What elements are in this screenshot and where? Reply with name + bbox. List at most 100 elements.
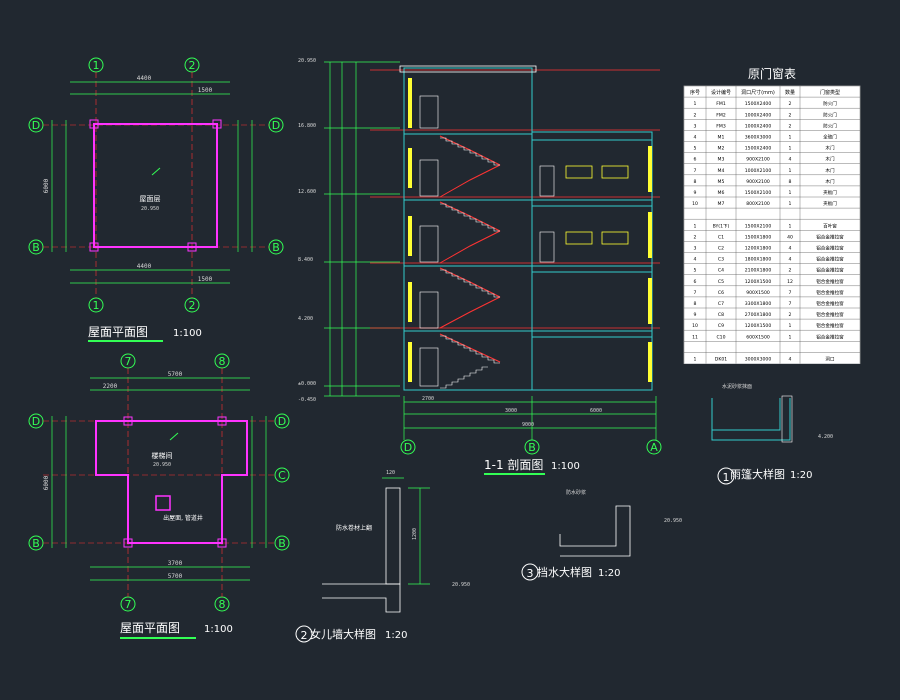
detail-water-level: 20.950: [664, 518, 682, 524]
plan-top-axis-bubble-2b: 2: [184, 297, 200, 313]
plan-bottom-axis-lines: [43, 368, 275, 597]
plan-top-dimension-lines: [51, 81, 253, 284]
plan-bottom-shaft: [155, 495, 171, 511]
plan-top-axis-bubble-B: B: [28, 239, 44, 255]
plan-top-level: 20.950: [141, 206, 159, 212]
plan-bottom-axis-bubble-B: B: [28, 535, 44, 551]
table-cell: 3000X3000: [745, 357, 772, 363]
plan-bottom-axis-bubble-C2: C: [274, 467, 290, 483]
table-cell: 1: [694, 101, 697, 107]
plan-bottom-axis-label-B2: B: [278, 537, 286, 550]
table-cell: 4: [694, 257, 697, 263]
table-cell: 10: [692, 201, 698, 207]
plan-top: 1 2 1 2 D B D B: [28, 57, 284, 342]
table-cell: 1500X2100: [745, 223, 772, 229]
plan-top-axis-label-D2: D: [272, 119, 280, 132]
section-dimension-lines-left: [324, 61, 400, 397]
table-cell: 1500X2400: [745, 101, 772, 107]
table-cell: 铝合金推拉窗: [816, 267, 844, 274]
table-header-cell: 数量: [785, 89, 795, 96]
table-cell: 900X1500: [746, 290, 770, 296]
table-cell: 7: [694, 290, 697, 296]
table-cell: 铝合金推拉窗: [816, 278, 844, 285]
plan-top-axis-label-B: B: [32, 241, 40, 254]
table-frame: [683, 85, 861, 364]
plan-bottom-note2: 出屋面, 管道井: [163, 514, 203, 522]
table-cell: 夹板门: [823, 200, 837, 207]
plan-top-axis-bubble-1: 1: [88, 57, 104, 73]
table-cell: 6: [694, 279, 697, 285]
plan-top-column-sw: [89, 242, 99, 252]
plan-bottom-dim-total2: 5700: [168, 573, 183, 580]
plan-bottom-dim-b: 3700: [168, 560, 183, 567]
plan-top-axis-label-1b: 1: [93, 299, 100, 312]
table-cell: 防火门: [823, 111, 837, 118]
section-dim-a: 2700: [422, 396, 434, 402]
plan-bottom-axis-label-B: B: [32, 537, 40, 550]
table-cell: 8: [694, 301, 697, 307]
table-cell: 4: [789, 246, 792, 252]
detail-parapet-outline: [322, 487, 401, 613]
plan-bottom-axis-label-7b: 7: [125, 598, 132, 611]
table-cell: 百叶窗: [823, 222, 837, 229]
table-cell: 1: [789, 146, 792, 152]
table-cell: 1: [789, 334, 792, 340]
plan-bottom-axis-bubble-D: D: [28, 413, 44, 429]
detail-drip-number-circle: [717, 467, 735, 485]
table-cell: 铝合金推拉窗: [816, 256, 844, 263]
table-cell: 1: [789, 223, 792, 229]
plan-top-axis-label-2b: 2: [189, 299, 196, 312]
plan-top-title: 屋面平面图: [88, 325, 148, 339]
table-cell: 铝合金推拉窗: [816, 245, 844, 252]
section-room-windows: [565, 165, 629, 245]
detail-drip-scale: 1:20: [790, 470, 812, 481]
section-dim-c: 6000: [590, 408, 602, 414]
plan-top-slope-arrow: [151, 167, 161, 176]
plan-bottom-axis-bubble-8b: 8: [214, 596, 230, 612]
table-cell: BY(1下): [713, 223, 730, 229]
plan-top-axis-label-1: 1: [93, 59, 100, 72]
table-cell: 铝合金推拉窗: [816, 311, 844, 318]
section-level-6: -0.450: [298, 397, 316, 403]
plan-top-column-se: [187, 242, 197, 252]
plan-bottom-axis-label-7: 7: [125, 355, 132, 368]
plan-bottom-note: 楼梯间: [152, 451, 173, 460]
section-drawing: 20.950 16.800 12.600 8.400 4.200 ±0.000 …: [298, 58, 662, 475]
table-cell: 9: [694, 312, 697, 318]
table-cell: 1200X1500: [745, 323, 772, 329]
table-cell: 2100X1800: [745, 268, 772, 274]
table-cell: 铝合金推拉窗: [816, 322, 844, 329]
plan-top-dim-side: 6000: [43, 178, 50, 193]
detail-drip-note: 水泥砂浆抹面: [722, 383, 752, 390]
table-cell: DK01: [715, 357, 727, 363]
section-axis-bubble-B: B: [524, 439, 540, 455]
table-cell: 1200X1500: [745, 279, 772, 285]
table-cell: 夹板门: [823, 189, 837, 196]
table-cell: 900X2100: [746, 179, 770, 185]
table-cell: 木门: [825, 156, 835, 163]
table-cell: 10: [692, 323, 698, 329]
plan-top-column-ne: [212, 119, 222, 129]
table-cell: C2: [718, 246, 724, 252]
table-cell: M6: [718, 190, 725, 196]
plan-bottom-column-nw: [123, 416, 133, 426]
plan-top-note: 屋面层: [140, 195, 161, 203]
section-level-3: 8.400: [298, 257, 313, 263]
table-cell: 木门: [825, 167, 835, 174]
table-cell: 7: [789, 290, 792, 296]
detail-parapet-dim-height: 1200: [412, 528, 418, 540]
table-cell: 4: [694, 135, 697, 141]
detail-water-scale: 1:20: [598, 568, 620, 579]
table-cell: C1: [718, 234, 724, 240]
section-doors: [419, 95, 555, 387]
plan-bottom-dim-a: 2200: [103, 383, 118, 390]
table-cell: 1: [789, 201, 792, 207]
table-cell: 4: [789, 257, 792, 263]
table-cell: FM2: [716, 112, 726, 118]
table-cell: 防火门: [823, 100, 837, 107]
table-cell: 铝合金推拉窗: [816, 333, 844, 340]
table-cell: 1000X2100: [745, 168, 772, 174]
table-header-cell: 门窗类型: [820, 89, 840, 96]
detail-parapet-top-dim: 120: [386, 470, 395, 476]
